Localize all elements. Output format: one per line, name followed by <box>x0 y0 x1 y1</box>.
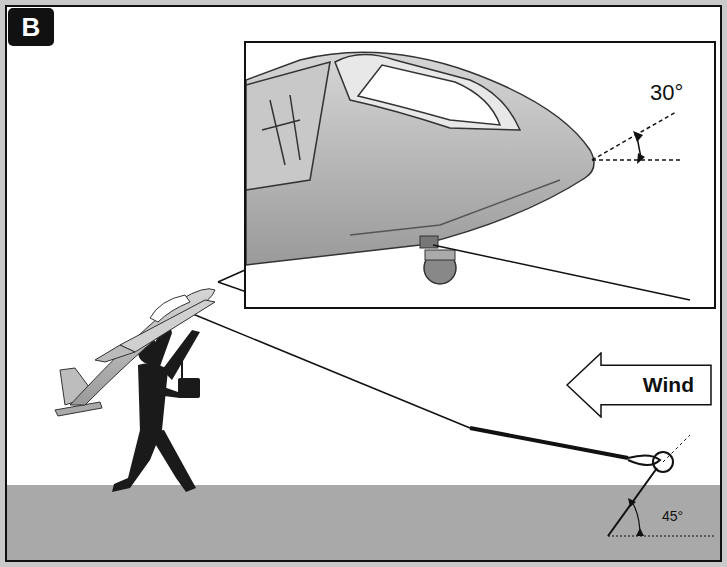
panel <box>6 6 721 561</box>
tow-line <box>188 312 470 428</box>
bungee-cord <box>470 428 628 458</box>
glider <box>55 289 215 416</box>
angle-label: 45° <box>662 508 683 524</box>
angle-line <box>608 536 715 537</box>
panel-letter-badge: B <box>8 8 54 46</box>
stake <box>608 468 657 536</box>
ground <box>7 485 720 560</box>
angle-label: 30° <box>650 80 683 106</box>
panel-letter: B <box>22 12 41 43</box>
angle-line <box>663 435 690 462</box>
angle-arrows <box>628 498 644 536</box>
wind-label: Wind <box>643 373 694 397</box>
inset-detail <box>245 42 715 308</box>
callout-line <box>218 270 245 282</box>
wind-arrow: Wind <box>566 352 712 418</box>
